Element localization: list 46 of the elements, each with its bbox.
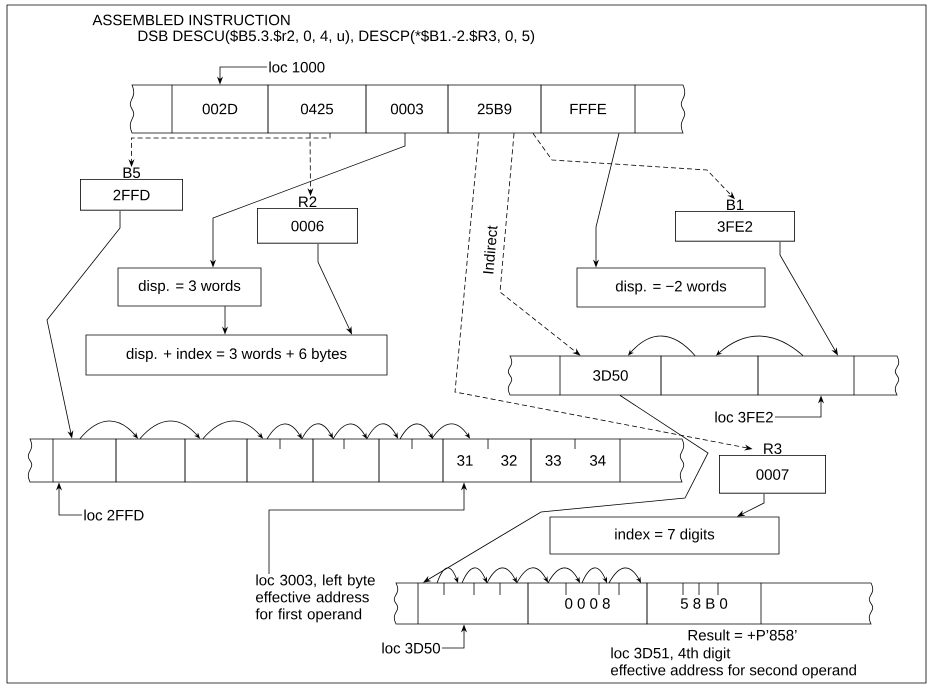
register-box: R2 0006 bbox=[256, 196, 358, 244]
arrow bbox=[366, 423, 398, 439]
memory-cell: 25B9 bbox=[448, 84, 542, 134]
memory-cell bbox=[184, 438, 248, 482]
instruction-text: DSB DESCU($B5.3.$r2, 0, 4, u), DESCP(*$B1.-2.$R3, 0, 5) bbox=[138, 30, 534, 44]
memory-cell: 5 8 B 0 bbox=[646, 582, 762, 624]
memory-cell bbox=[378, 438, 444, 482]
register-box: B5 2FFD bbox=[80, 168, 184, 211]
arrow bbox=[516, 567, 548, 583]
register-box: R3 0007 bbox=[718, 443, 826, 494]
register-box: B1 3FE2 bbox=[674, 200, 796, 242]
edge-label: Indirect bbox=[481, 224, 499, 276]
memory-cell: 3D50 bbox=[560, 356, 662, 396]
memory-cell: 0003 bbox=[366, 84, 448, 134]
address-label: loc 1000 bbox=[269, 62, 324, 72]
memory-cell: FFFE bbox=[540, 84, 636, 134]
arrow bbox=[432, 423, 470, 439]
calculation-box: disp. = 3 words bbox=[118, 268, 262, 306]
memory-cell: 33 34 bbox=[530, 438, 620, 482]
memory-cell bbox=[418, 582, 528, 624]
memory-cell bbox=[116, 438, 186, 482]
memory-cell bbox=[660, 356, 758, 396]
memory-cell: 31 32 bbox=[442, 438, 532, 482]
memory-cell bbox=[246, 438, 314, 482]
address-label: loc 3FE2 bbox=[715, 412, 773, 422]
memory-cell bbox=[758, 356, 854, 396]
arrow bbox=[716, 336, 804, 356]
result-text: Result = +P’858’ bbox=[688, 629, 797, 640]
calculation-box: disp. + index = 3 words + 6 bytes bbox=[86, 334, 388, 376]
memory-cell: 0425 bbox=[268, 84, 366, 134]
memory-cell: 002D bbox=[172, 84, 268, 134]
address-label: loc 2FFD bbox=[84, 509, 144, 520]
arrow bbox=[202, 420, 263, 439]
memory-cell bbox=[52, 438, 116, 482]
address-note: loc 3D51, 4th digit effective address for second operand bbox=[611, 647, 856, 678]
calculation-box: index = 7 digits bbox=[550, 516, 780, 554]
arrow bbox=[628, 336, 696, 356]
calculation-box: disp. = −2 words bbox=[576, 268, 766, 308]
arrow bbox=[80, 420, 138, 439]
address-note: loc 3003, left byte effective address for first operand bbox=[256, 574, 375, 622]
arrow bbox=[140, 420, 200, 439]
title: ASSEMBLED INSTRUCTION bbox=[92, 14, 290, 26]
memory-cell bbox=[312, 438, 380, 482]
address-label: loc 3D50 bbox=[382, 642, 440, 654]
arrow bbox=[302, 423, 333, 439]
memory-cell: 0 0 0 8 bbox=[528, 582, 648, 624]
